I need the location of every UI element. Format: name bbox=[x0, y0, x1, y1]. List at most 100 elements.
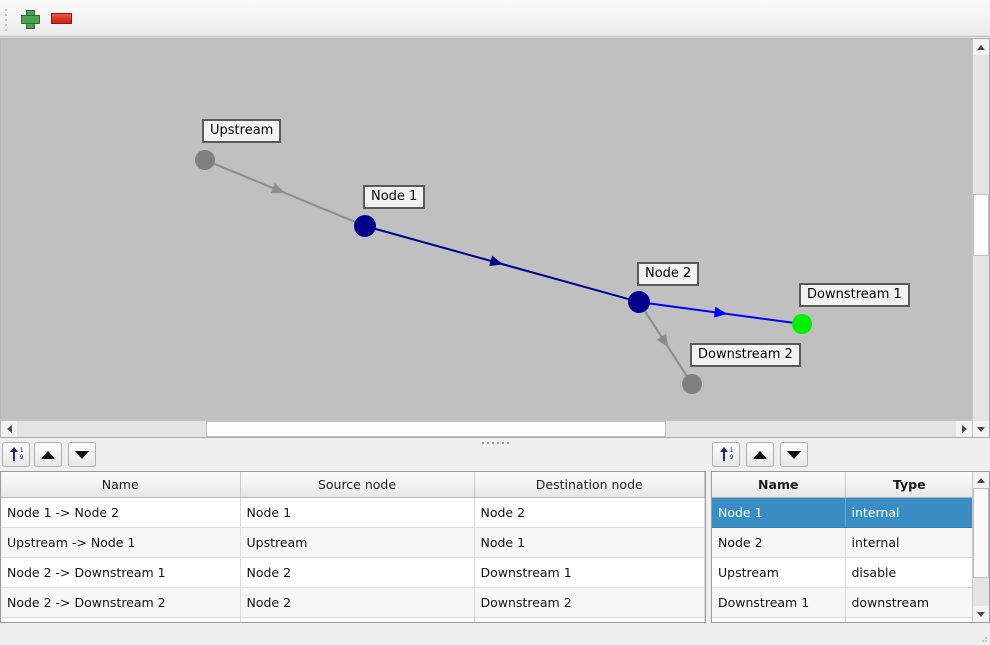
table-cell bbox=[712, 617, 846, 622]
nodes-move-down-button[interactable] bbox=[780, 442, 808, 467]
graph-node-label-node1[interactable]: Node 1 bbox=[363, 185, 426, 209]
chevron-left-icon bbox=[6, 425, 12, 433]
chevron-down-icon bbox=[977, 426, 985, 432]
graph-node-label-upstream[interactable]: Upstream bbox=[202, 119, 282, 143]
arrow-down-icon bbox=[75, 450, 89, 459]
table-cell[interactable]: Node 1 bbox=[240, 497, 475, 528]
splitter-grip-icon bbox=[481, 441, 509, 444]
table-cell[interactable]: internal bbox=[845, 497, 974, 528]
graph-node-upstream[interactable] bbox=[195, 150, 215, 170]
table-cell[interactable]: Node 2 -> Downstream 2 bbox=[1, 587, 241, 618]
table-cell[interactable]: Node 2 -> Downstream 1 bbox=[1, 557, 241, 588]
table-row-empty[interactable] bbox=[1, 617, 705, 622]
table-cell[interactable]: Node 2 bbox=[474, 497, 705, 528]
chevron-down-icon bbox=[977, 611, 985, 617]
table-cell[interactable]: Node 1 bbox=[712, 497, 846, 528]
edges-move-down-button[interactable] bbox=[68, 442, 96, 467]
scroll-up-button[interactable] bbox=[973, 472, 989, 488]
table-cell[interactable]: Node 2 bbox=[240, 557, 475, 588]
edge-arrowhead bbox=[489, 255, 504, 267]
table-row-empty[interactable] bbox=[712, 617, 974, 622]
column-header-source-node[interactable]: Source node bbox=[240, 472, 475, 498]
edge-arrowhead bbox=[270, 182, 285, 194]
nodes-vscroll-thumb[interactable] bbox=[973, 488, 989, 578]
window-resize-grip[interactable] bbox=[981, 636, 987, 642]
edges-move-up-button[interactable] bbox=[34, 442, 62, 467]
canvas-vscroll-thumb[interactable] bbox=[973, 194, 989, 256]
chevron-right-icon bbox=[961, 425, 967, 433]
table-cell[interactable]: Node 2 bbox=[240, 587, 475, 618]
minus-icon bbox=[50, 13, 72, 24]
canvas-vertical-scrollbar[interactable] bbox=[972, 39, 989, 437]
column-header-type[interactable]: Type bbox=[845, 472, 974, 498]
canvas-horizontal-scrollbar[interactable] bbox=[1, 420, 972, 437]
table-cell bbox=[474, 617, 705, 622]
add-button[interactable] bbox=[16, 6, 42, 31]
chevron-up-icon bbox=[977, 477, 985, 483]
table-cell[interactable]: Upstream bbox=[712, 557, 846, 588]
toolbar-drag-handle[interactable] bbox=[5, 9, 10, 31]
nodes-table-scrollbar[interactable] bbox=[972, 472, 989, 622]
arrow-up-icon bbox=[753, 450, 767, 459]
table-cell[interactable]: disable bbox=[845, 557, 974, 588]
table-cell[interactable]: Downstream 2 bbox=[474, 587, 705, 618]
table-cell[interactable]: Node 1 -> Node 2 bbox=[1, 497, 241, 528]
column-header-name[interactable]: Name bbox=[1, 472, 241, 498]
arrow-down-icon bbox=[787, 450, 801, 459]
table-cell[interactable]: downstream bbox=[845, 587, 974, 618]
graph-node-label-downstream1[interactable]: Downstream 1 bbox=[799, 283, 910, 307]
graph-node-label-downstream2[interactable]: Downstream 2 bbox=[690, 343, 801, 367]
graph-node-downstream1[interactable] bbox=[792, 314, 812, 334]
table-cell[interactable]: Downstream 1 bbox=[474, 557, 705, 588]
column-header-name[interactable]: Name bbox=[712, 472, 846, 498]
table-cell[interactable]: Downstream 1 bbox=[712, 587, 846, 618]
table-cell[interactable]: Node 1 bbox=[474, 527, 705, 558]
arrow-up-icon bbox=[41, 450, 55, 459]
table-cell[interactable]: Upstream bbox=[240, 527, 475, 558]
table-cell bbox=[240, 617, 475, 622]
table-cell[interactable]: Upstream -> Node 1 bbox=[1, 527, 241, 558]
scroll-left-button[interactable] bbox=[1, 421, 17, 437]
graph-node-label-node2[interactable]: Node 2 bbox=[637, 262, 700, 286]
nodes-move-up-button[interactable] bbox=[746, 442, 774, 467]
table-cell bbox=[1, 617, 241, 622]
main-toolbar bbox=[0, 0, 990, 37]
plus-icon bbox=[20, 10, 40, 29]
graph-svg bbox=[195, 150, 812, 394]
table-cell bbox=[845, 617, 974, 622]
graph-node-node1[interactable] bbox=[354, 215, 376, 237]
horizontal-splitter[interactable] bbox=[0, 438, 990, 447]
table-cell[interactable]: internal bbox=[845, 527, 974, 558]
scroll-right-button[interactable] bbox=[956, 421, 972, 437]
column-header-destination-node[interactable]: Destination node bbox=[474, 472, 705, 498]
edge-arrowhead bbox=[713, 306, 728, 318]
remove-button[interactable] bbox=[48, 6, 74, 31]
scroll-up-button[interactable] bbox=[973, 39, 989, 55]
graph-node-node2[interactable] bbox=[628, 291, 650, 313]
scroll-down-button[interactable] bbox=[973, 606, 989, 622]
graph-node-downstream2[interactable] bbox=[682, 374, 702, 394]
scroll-down-button[interactable] bbox=[973, 421, 989, 437]
edge-arrowhead bbox=[656, 333, 669, 348]
table-cell[interactable]: Node 2 bbox=[712, 527, 846, 558]
canvas-hscroll-thumb[interactable] bbox=[206, 421, 666, 437]
